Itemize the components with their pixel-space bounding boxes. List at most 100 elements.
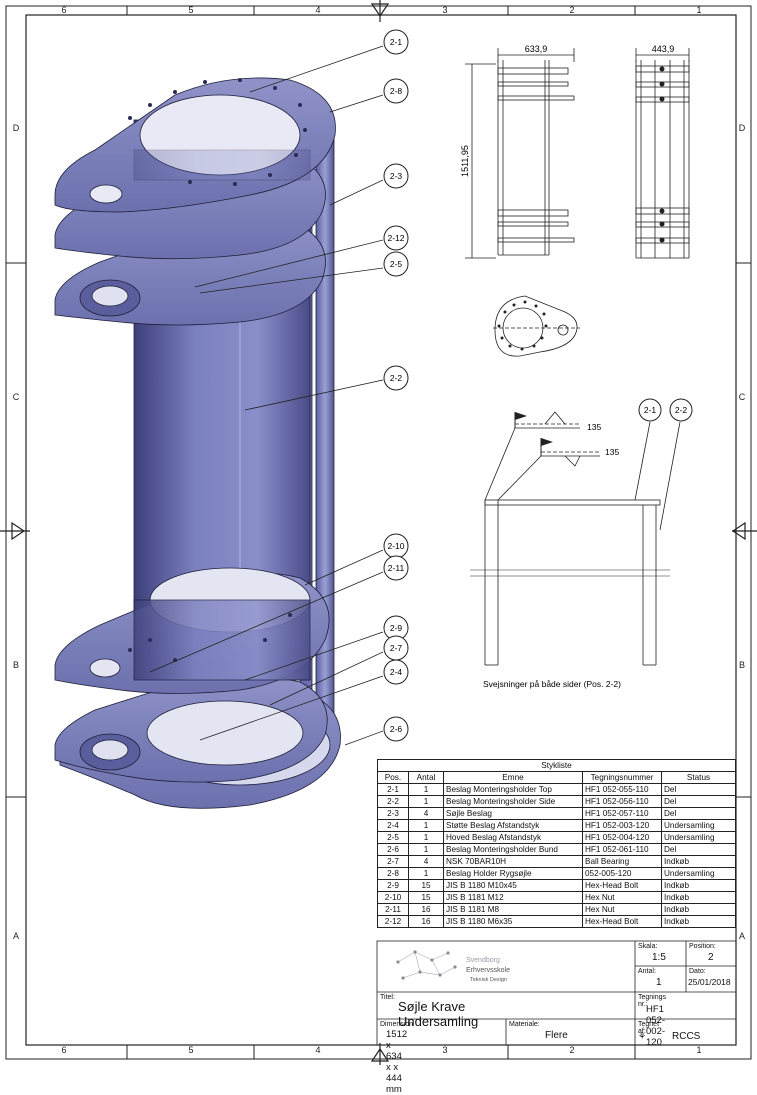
zone-left-a: A — [13, 931, 19, 941]
balloon-2-10: 2-10 — [383, 533, 409, 559]
skala-value: 1:5 — [652, 952, 666, 963]
svg-text:2-9: 2-9 — [390, 623, 403, 633]
zone-ticks — [6, 6, 751, 1059]
balloon-2-6: 2-6 — [383, 716, 409, 742]
dato-value: 25/01/2018 — [688, 977, 731, 987]
svg-text:2-3: 2-3 — [390, 171, 403, 181]
bom-status: Del — [661, 795, 736, 808]
svg-text:2-2: 2-2 — [390, 373, 403, 383]
zone-bottom-6: 6 — [61, 1045, 66, 1055]
materiale-label: Materiale: — [509, 1021, 540, 1028]
bom-antal: 1 — [408, 867, 444, 880]
bom-tegningsnummer: Hex Nut — [582, 891, 662, 904]
bom-emne: Søjle Beslag — [443, 807, 583, 820]
svg-text:2-7: 2-7 — [390, 643, 403, 653]
rear-post-right — [315, 129, 335, 751]
bom-emne: NSK 70BAR10H — [443, 855, 583, 868]
zone-right-c: C — [739, 392, 746, 402]
bom-emne: Beslag Holder Rygsøjle — [443, 867, 583, 880]
bom-emne: Hoved Beslag Afstandstyk — [443, 831, 583, 844]
front-view — [465, 48, 575, 259]
bom-status: Undersamling — [661, 867, 736, 880]
isometric-assembly — [54, 77, 341, 809]
bom-status: Indkøb — [661, 855, 736, 868]
bom-antal: 15 — [408, 891, 444, 904]
bom-tegningsnummer: 052-005-120 — [582, 867, 662, 880]
drawing-sheet: 6 5 4 3 2 1 6 5 4 3 2 1 D C B A D C B A — [0, 0, 757, 1065]
dim-width: 633,9 — [525, 44, 548, 54]
tegnings-label: Tegnings nr.: — [638, 994, 667, 1008]
balloon-2-1: 2-1 — [383, 29, 409, 55]
svg-text:2-6: 2-6 — [390, 724, 403, 734]
bom-title: Stykliste — [377, 759, 736, 772]
bom-header-row: Pos. Antal Emne Tegningsnummer Status — [377, 771, 736, 784]
position-value: 2 — [708, 952, 714, 963]
bom-tegningsnummer: HF1 052-004-120 — [582, 831, 662, 844]
dimension-label: Dimension — [380, 1021, 414, 1028]
bom-header-pos: Pos. — [377, 771, 409, 784]
zone-left-d: D — [13, 123, 20, 133]
bom-emne: Beslag Monteringsholder Top — [443, 783, 583, 796]
bom-emne: JIS B 1180 M6x35 — [443, 915, 583, 928]
bom-pos: 2-9 — [377, 879, 409, 892]
balloon-leaders — [149, 45, 384, 746]
detail-balloon-2-2: 2-2 — [675, 405, 688, 415]
bom-status: Indkøb — [661, 915, 736, 928]
bill-of-materials: Stykliste Pos. Antal Emne Tegningsnummer… — [377, 759, 736, 928]
zone-right-a: A — [739, 931, 745, 941]
titel-label: Titel: — [380, 994, 395, 1001]
bom-pos: 2-4 — [377, 819, 409, 832]
centering-marks — [0, 0, 757, 1065]
bom-tegningsnummer: HF1 052-061-110 — [582, 843, 662, 856]
svg-text:2-10: 2-10 — [387, 541, 404, 551]
bom-pos: 2-8 — [377, 867, 409, 880]
svg-text:2-5: 2-5 — [390, 259, 403, 269]
bom-tegningsnummer: Hex-Head Bolt — [582, 879, 662, 892]
bom-tegningsnummer: HF1 052-057-110 — [582, 807, 662, 820]
bom-header-tegningsnummer: Tegningsnummer — [582, 771, 662, 784]
zone-bottom-2: 2 — [569, 1045, 574, 1055]
svg-text:2-11: 2-11 — [388, 563, 405, 573]
bom-tegningsnummer: Hex Nut — [582, 903, 662, 916]
side-view — [635, 48, 690, 259]
bom-header-emne: Emne — [443, 771, 583, 784]
drawing-title: Søjle Krave Undersamling — [398, 999, 479, 1029]
zone-top-6: 6 — [61, 5, 66, 15]
bom-emne: JIS B 1181 M12 — [443, 891, 583, 904]
weld-note: Svejsninger på både sider (Pos. 2-2) — [483, 679, 621, 689]
bom-antal: 1 — [408, 843, 444, 856]
svg-text:2-12: 2-12 — [387, 233, 404, 243]
bom-tegningsnummer: HF1 052-055-110 — [582, 783, 662, 796]
bom-status: Undersamling — [661, 819, 736, 832]
zone-top-4: 4 — [315, 5, 320, 15]
balloon-2-4: 2-4 — [383, 659, 409, 685]
bom-status: Del — [661, 807, 736, 820]
sheet-outer-border — [5, 5, 752, 1060]
zone-top-2: 2 — [569, 5, 574, 15]
materiale-value: Flere — [545, 1030, 568, 1041]
bom-pos: 2-2 — [377, 795, 409, 808]
balloon-2-5: 2-5 — [383, 251, 409, 277]
bom-pos: 2-1 — [377, 783, 409, 796]
antal-value: 1 — [656, 977, 662, 988]
bom-header-status: Status — [661, 771, 736, 784]
title-block-frame — [376, 940, 737, 1046]
balloon-2-2: 2-2 — [383, 365, 409, 391]
zone-left-b: B — [13, 660, 19, 670]
bom-status: Undersamling — [661, 831, 736, 844]
bom-header-antal: Antal — [408, 771, 444, 784]
bom-antal: 1 — [408, 831, 444, 844]
bom-status: Indkøb — [661, 903, 736, 916]
bom-status: Indkøb — [661, 879, 736, 892]
zone-bottom-5: 5 — [188, 1045, 193, 1055]
svg-text:2-4: 2-4 — [390, 667, 403, 677]
drawing-number: HF1 052-002-120 — [646, 1004, 666, 1048]
bom-pos: 2-10 — [377, 891, 409, 904]
